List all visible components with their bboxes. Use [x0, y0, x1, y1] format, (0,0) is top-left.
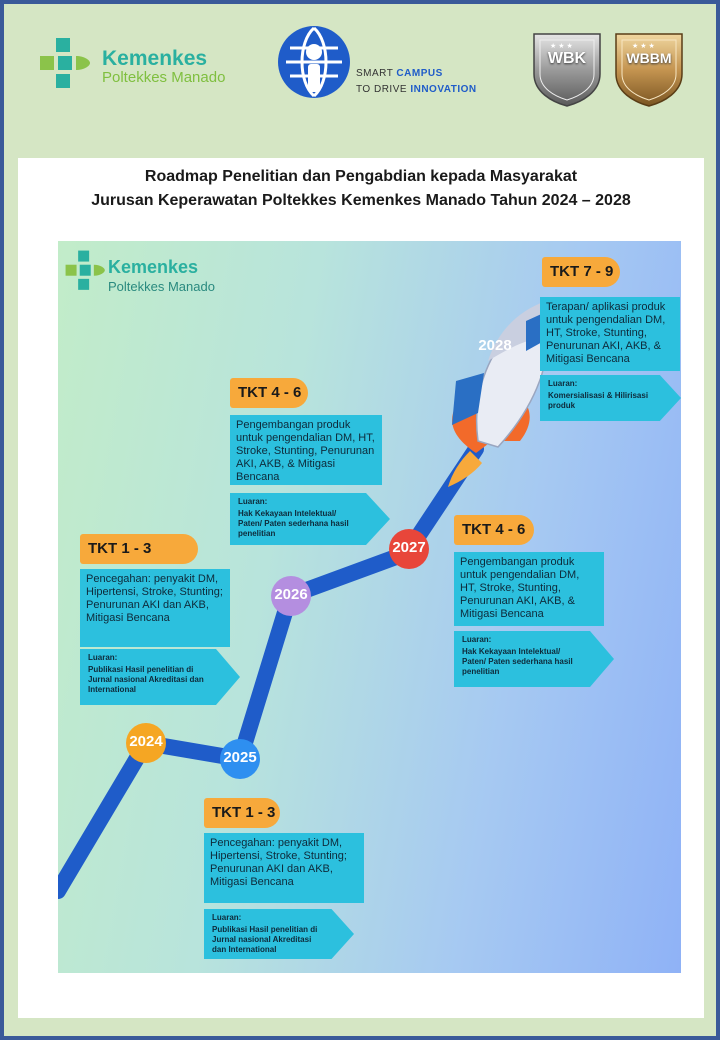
document-card: Roadmap Penelitian dan Pengabdian kepada…: [18, 158, 704, 1018]
poltekkes-name: Poltekkes Manado: [102, 69, 226, 86]
svg-text:★ ★ ★: ★ ★ ★: [632, 42, 655, 50]
stage-2027-tkt: TKT 4 - 6: [454, 515, 534, 545]
stage-2025-tkt: TKT 1 - 3: [204, 798, 280, 828]
document-title-line1: Roadmap Penelitian dan Pengabdian kepada…: [144, 168, 578, 185]
stage-2026-tkt: TKT 4 - 6: [230, 378, 308, 408]
document-title-line2: Jurusan Keperawatan Poltekkes Kemenkes M…: [91, 192, 631, 209]
wbk-badge-icon: ★ ★ ★: [533, 33, 601, 107]
node-2024-label: 2024: [129, 733, 163, 750]
roadmap-diagram: Kemenkes Poltekkes Manado TKT 1 - 3 Penc…: [58, 241, 681, 973]
stage-2028-desc: Terapan/ aplikasi produk untuk pengendal…: [540, 297, 680, 371]
stage-2026-desc: Pengembangan produk untuk pengendalian D…: [230, 415, 382, 485]
node-2027: [389, 529, 429, 569]
roadmap-kemenkes-logo-icon: [65, 250, 105, 290]
stage-2028-output: Luaran: Komersialisasi & Hilirisasi prod…: [540, 375, 681, 421]
wbbm-badge-icon: ★ ★ ★: [615, 33, 683, 107]
stage-2027-desc: Pengembangan produk untuk pengendalian D…: [454, 552, 604, 626]
kemenkes-name: Kemenkes: [102, 47, 208, 70]
stage-2024-output: Luaran: Publikasi Hasil penelitian di Ju…: [80, 649, 240, 705]
node-2026-label: 2026: [274, 586, 308, 603]
node-2025: [220, 739, 260, 779]
stage-2028-tkt: TKT 7 - 9: [542, 257, 620, 287]
smart-campus-line2: TO DRIVE INNOVATION: [356, 84, 477, 95]
roadmap-logo-line1: Kemenkes: [108, 257, 199, 277]
header-banner: Kemenkes Poltekkes Manado SMART CAMPUS T…: [4, 4, 716, 154]
wbbm-badge-text: WBBM: [626, 50, 672, 66]
stage-2026-output: Luaran: Hak Kekayaan Intelektual/ Paten/…: [230, 493, 390, 545]
stage-2024-tkt: TKT 1 - 3: [80, 534, 198, 564]
kemenkes-logo-icon: [40, 38, 90, 88]
stage-2027-output: Luaran: Hak Kekayaan Intelektual/ Paten/…: [454, 631, 614, 687]
stage-2025-desc: Pencegahan: penyakit DM, Hipertensi, Str…: [204, 833, 364, 903]
stage-2024-desc: Pencegahan: penyakit DM, Hipertensi, Str…: [80, 569, 230, 647]
rocket-icon: [448, 299, 550, 487]
node-2026: [271, 576, 311, 616]
roadmap-logo-line2: Poltekkes Manado: [108, 279, 215, 294]
smart-campus-globe-icon: [278, 26, 350, 98]
smart-campus-line1: SMART CAMPUS: [356, 68, 443, 79]
node-2027-label: 2027: [392, 539, 426, 556]
node-2028-label: 2028: [478, 337, 512, 354]
stage-2025-output: Luaran: Publikasi Hasil penelitian di Ju…: [204, 909, 354, 959]
node-2025-label: 2025: [223, 749, 257, 766]
svg-text:★ ★ ★: ★ ★ ★: [550, 42, 573, 50]
node-2024: [126, 723, 166, 763]
wbk-badge-text: WBK: [547, 50, 587, 67]
